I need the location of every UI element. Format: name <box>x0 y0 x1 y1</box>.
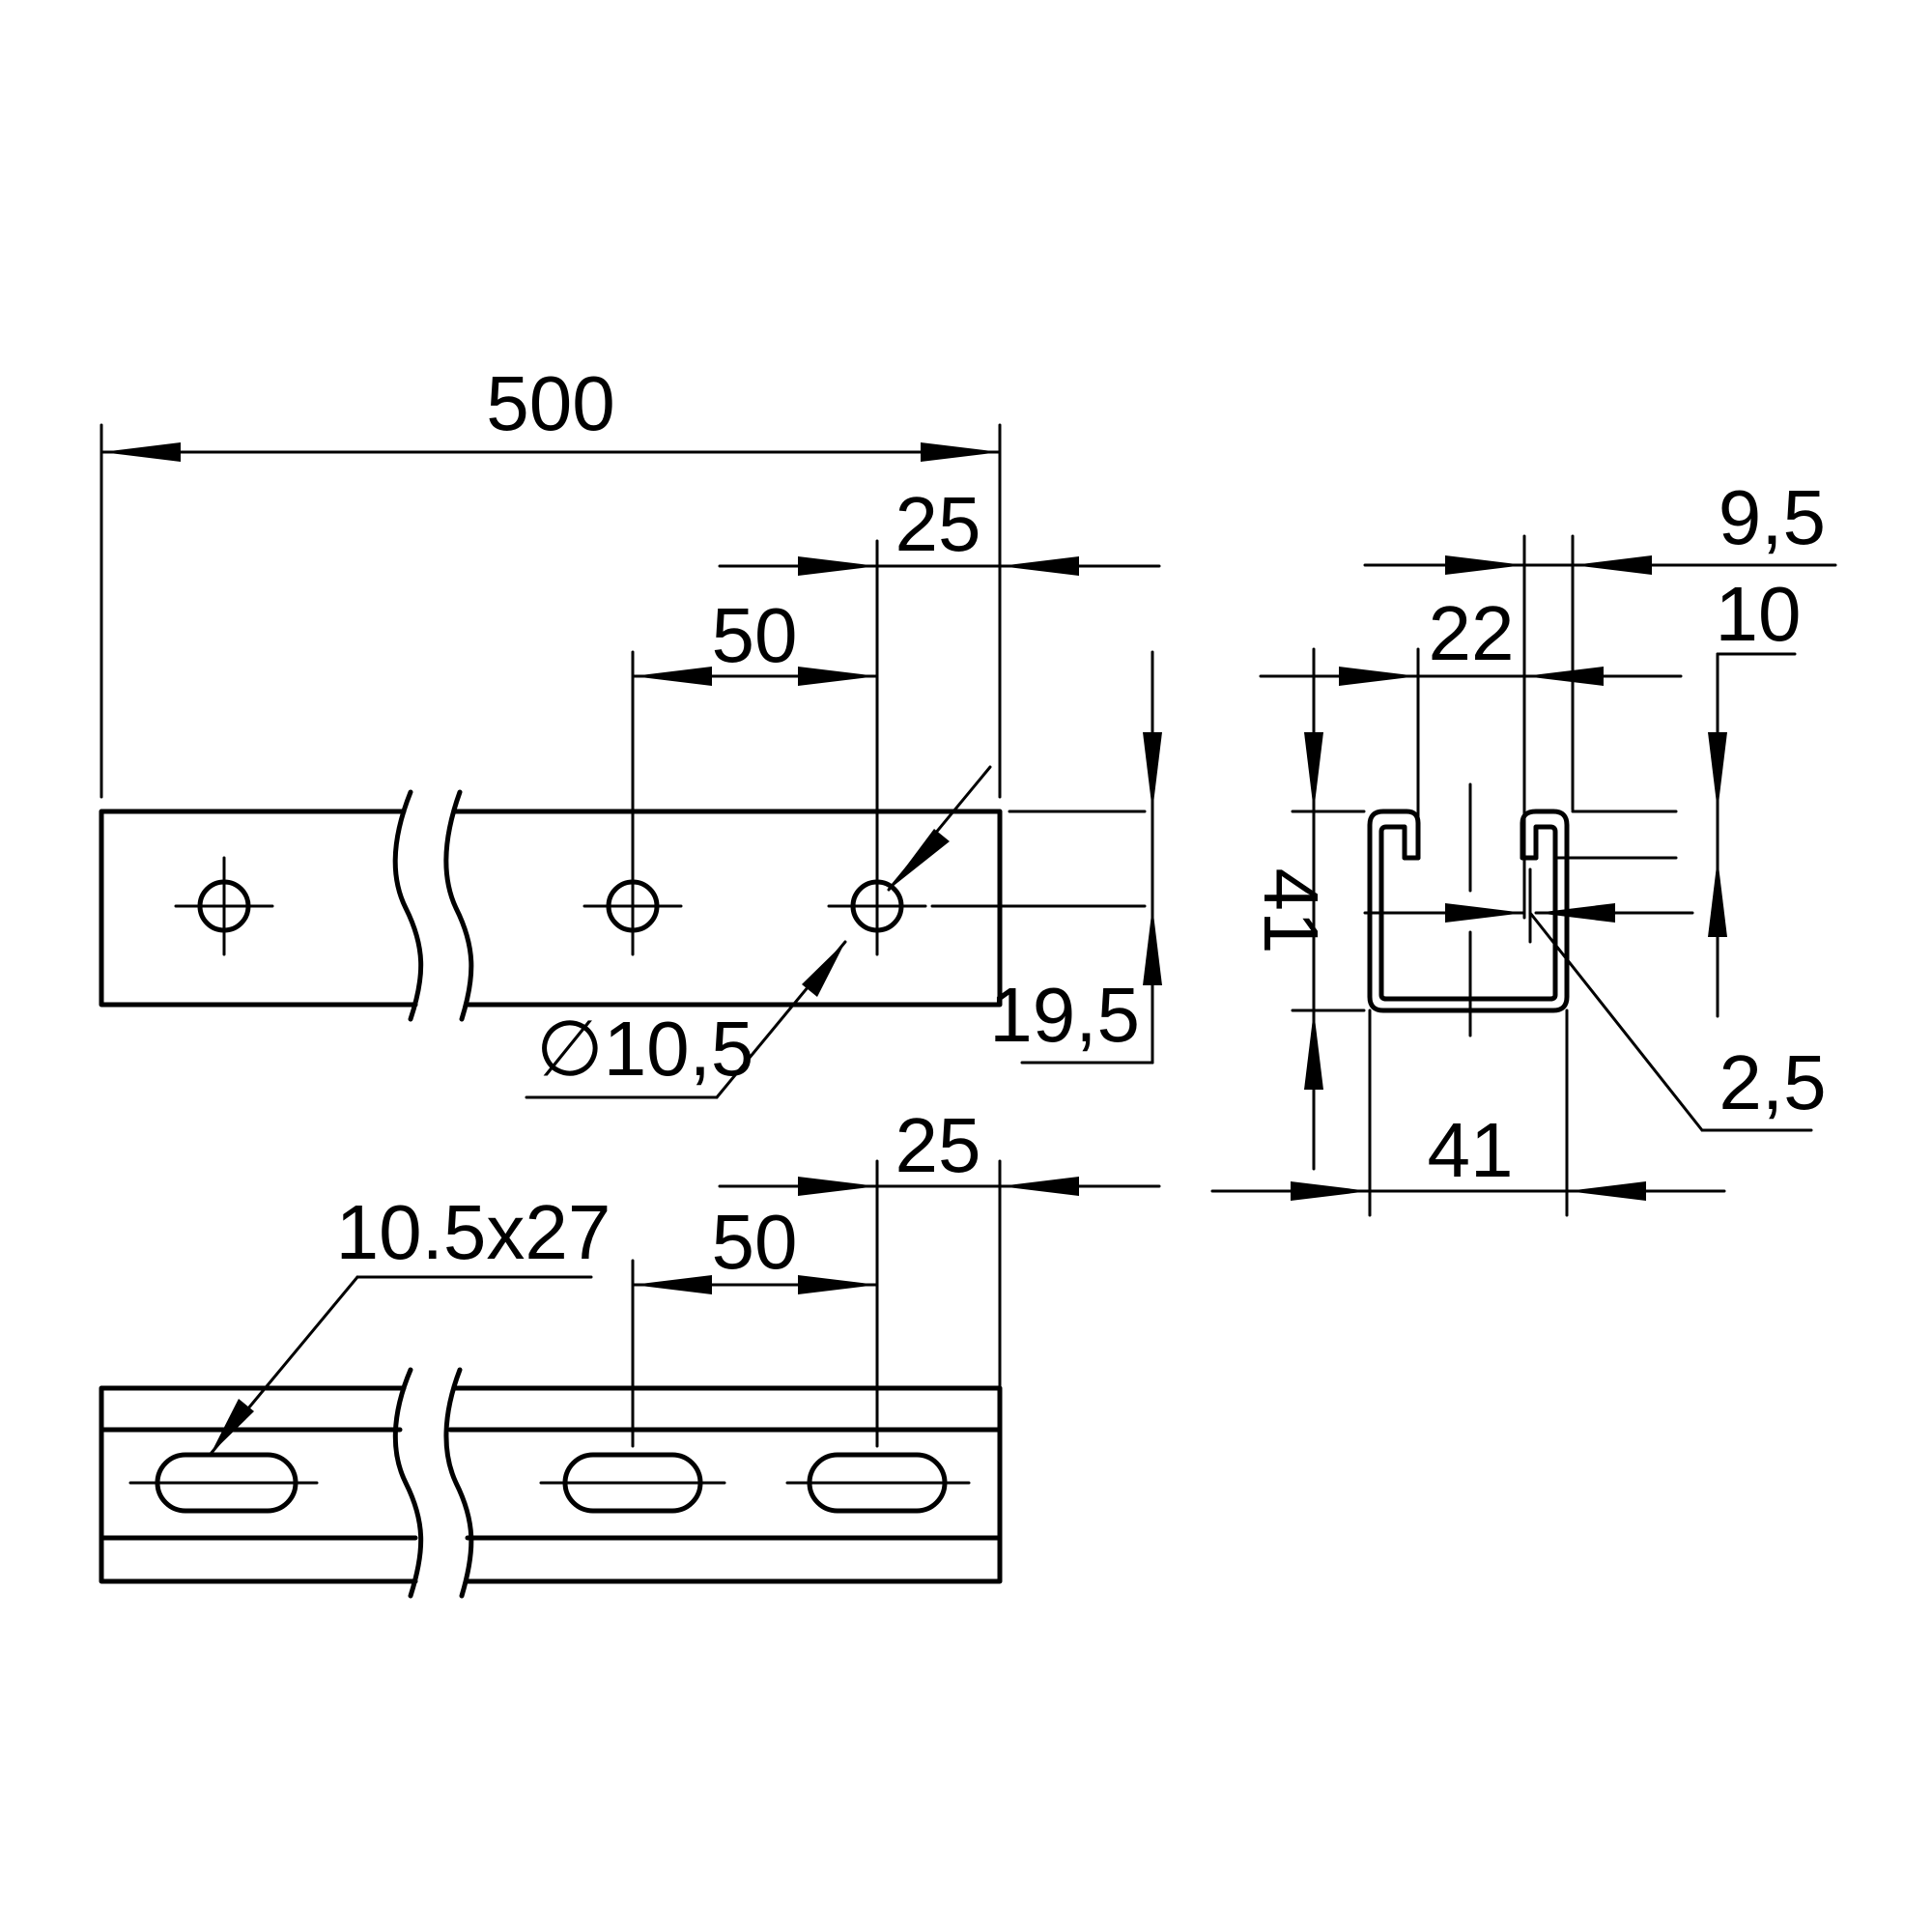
height-label: 41 <box>1248 868 1334 954</box>
length-label: 500 <box>486 360 614 446</box>
bottom-hole-pitch-dimension: 50 <box>631 1199 879 1448</box>
width-dimension: 41 <box>1210 1009 1726 1217</box>
length-dimension: 500 <box>99 360 1002 799</box>
section-view: 9,5 22 41 41 <box>1210 474 1837 1217</box>
edge-distance-dimension: 19,5 <box>930 650 1162 1065</box>
hole-diameter-label: ∅10,5 <box>536 1006 753 1092</box>
channel-inner-profile <box>1378 824 1558 1002</box>
lip-width-dimension: 9,5 <box>1363 474 1837 920</box>
front-view-outline-left <box>99 809 418 1008</box>
hole-pitch-dimension: 50 <box>631 592 879 881</box>
slot-size-leader: 10.5x27 <box>209 1189 611 1456</box>
front-view-outline-right <box>451 809 1003 1008</box>
bottom-end-offset-label: 25 <box>895 1102 981 1188</box>
thickness-dimension: 2,5 <box>1363 867 1827 1132</box>
front-view-break-line-1 <box>392 789 424 1022</box>
thickness-label: 2,5 <box>1719 1039 1826 1125</box>
channel-outer-profile <box>1367 809 1570 1013</box>
slot-3 <box>785 1452 971 1514</box>
front-view: 500 25 50 19,5 <box>99 360 1162 1099</box>
lip-depth-dimension: 10 <box>1553 571 1802 1018</box>
width-label: 41 <box>1428 1107 1514 1193</box>
opening-width-dimension: 22 <box>1259 590 1683 821</box>
slot-1 <box>128 1452 319 1514</box>
front-view-break-line-2 <box>443 789 474 1022</box>
slot-size-label: 10.5x27 <box>336 1189 611 1275</box>
bottom-view-outline-left <box>99 1385 418 1584</box>
lip-depth-label: 10 <box>1716 571 1802 657</box>
end-offset-dimension: 25 <box>718 481 1161 881</box>
bottom-view: 10.5x27 25 50 <box>99 1102 1161 1599</box>
bottom-view-break-line-2 <box>443 1367 474 1599</box>
edge-distance-label: 19,5 <box>989 972 1140 1058</box>
bottom-hole-pitch-label: 50 <box>712 1199 798 1285</box>
opening-width-label: 22 <box>1429 590 1515 676</box>
height-dimension: 41 <box>1248 647 1366 1171</box>
slot-2 <box>539 1452 726 1514</box>
bottom-view-outline-right <box>451 1385 1003 1584</box>
hole-diameter-leader: ∅10,5 <box>525 765 992 1099</box>
bottom-view-break-line-1 <box>392 1367 424 1599</box>
bottom-end-offset-dimension: 25 <box>718 1102 1161 1448</box>
lip-width-label: 9,5 <box>1719 474 1826 560</box>
hole-1 <box>174 856 274 956</box>
end-offset-label: 25 <box>895 481 981 567</box>
hole-pitch-label: 50 <box>712 592 798 678</box>
